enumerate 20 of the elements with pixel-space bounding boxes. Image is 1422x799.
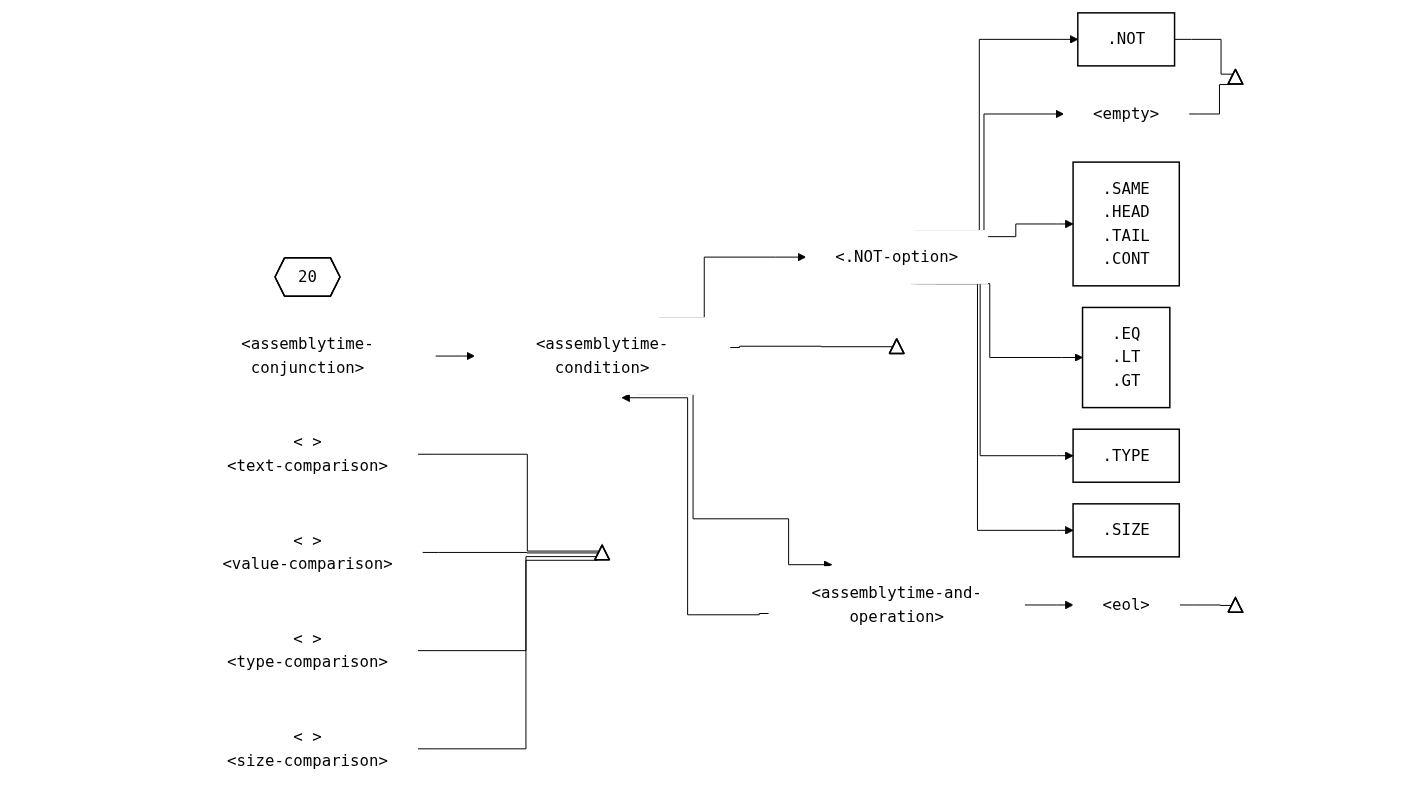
node-text: <eol>: [1102, 594, 1150, 614]
node-text: <assemblytime-and-operation>: [811, 582, 982, 626]
node-text: <empty>: [1092, 103, 1159, 123]
node-text: < > <text-comparison>: [226, 432, 388, 475]
node-text: < > <type-comparison>: [226, 628, 388, 671]
node-text: < > <size-comparison>: [226, 726, 388, 769]
node-text: < > <value-comparison>: [222, 530, 393, 573]
connector: [728, 345, 894, 348]
node-box: .EQ .LT .GT: [1081, 306, 1171, 408]
node-box: .SIZE: [1072, 502, 1180, 558]
connector: [416, 453, 600, 552]
node-box: .SAME .HEAD .TAIL .CONT: [1072, 160, 1180, 287]
connector: [421, 551, 600, 553]
connector: [1178, 604, 1233, 606]
connector: [1187, 83, 1231, 114]
node-text: <assemblytime-conjunction>: [240, 333, 374, 377]
connector: [416, 555, 598, 651]
node-box: .NOT: [1076, 11, 1175, 67]
connector: [416, 559, 598, 749]
node-box: .TYPE: [1072, 427, 1180, 483]
